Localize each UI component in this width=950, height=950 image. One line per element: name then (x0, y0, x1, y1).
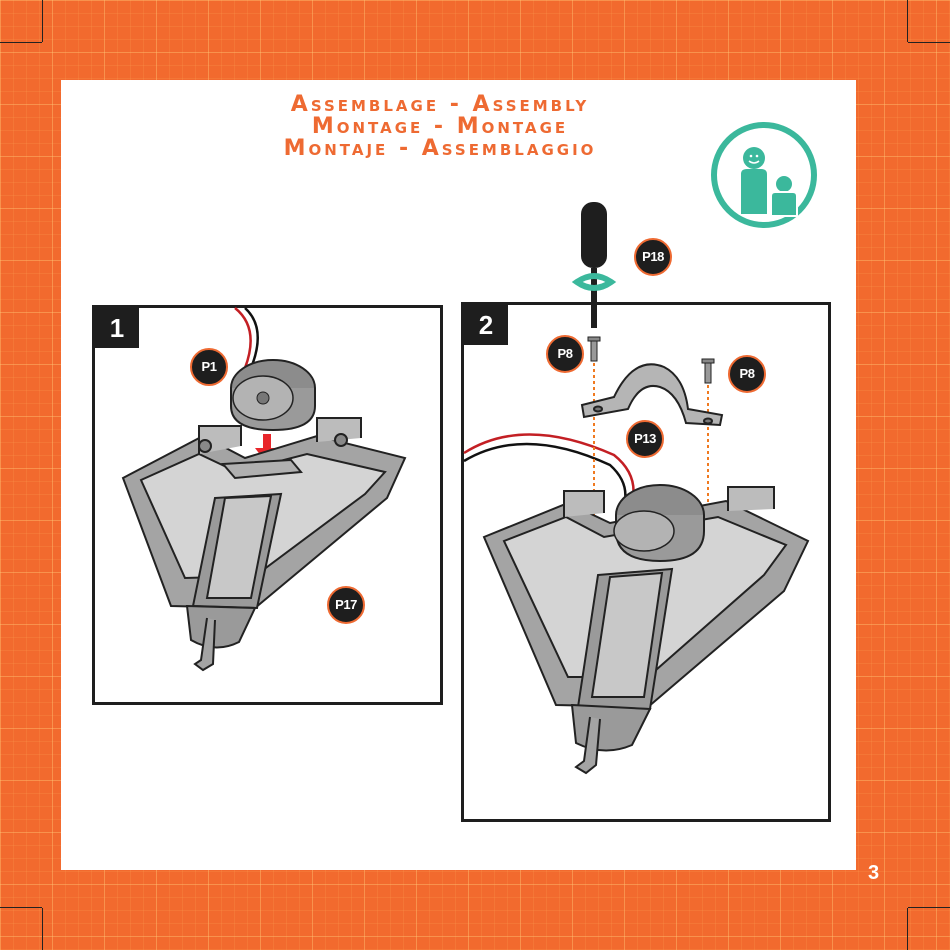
step-1-panel: 1 (92, 305, 443, 705)
crop-mark (42, 0, 43, 42)
crop-mark (908, 907, 950, 908)
crop-mark (42, 908, 43, 950)
crop-mark (0, 42, 42, 43)
screw-icon (588, 337, 600, 361)
step-1-illustration (95, 308, 440, 702)
parent-child-icon (711, 122, 817, 228)
step-2-panel: 2 (461, 302, 831, 822)
page-number: 3 (868, 862, 879, 885)
title-line: Assemblage - Assembly (61, 94, 819, 116)
screw-icon (702, 359, 714, 383)
crop-mark (907, 908, 908, 950)
title-line: Montaje - Assemblaggio (61, 138, 819, 160)
part-tag-p18: P18 (634, 238, 672, 276)
page-title: Assemblage - Assembly Montage - Montage … (61, 94, 819, 160)
part-tag-p1: P1 (190, 348, 228, 386)
part-tag-p17: P17 (327, 586, 365, 624)
part-tag-p13: P13 (626, 420, 664, 458)
title-line: Montage - Montage (61, 116, 819, 138)
part-tag-p8: P8 (546, 335, 584, 373)
motor-part (614, 485, 704, 561)
crop-mark (0, 907, 42, 908)
crop-mark (907, 0, 908, 42)
chassis-part (123, 418, 405, 670)
step-2-illustration (464, 305, 828, 819)
screwdriver-icon (567, 200, 627, 330)
instruction-page: Assemblage - Assembly Montage - Montage … (61, 80, 856, 870)
part-tag-p8: P8 (728, 355, 766, 393)
motor-part (231, 360, 315, 430)
crop-mark (908, 42, 950, 43)
bracket-part (582, 364, 722, 425)
